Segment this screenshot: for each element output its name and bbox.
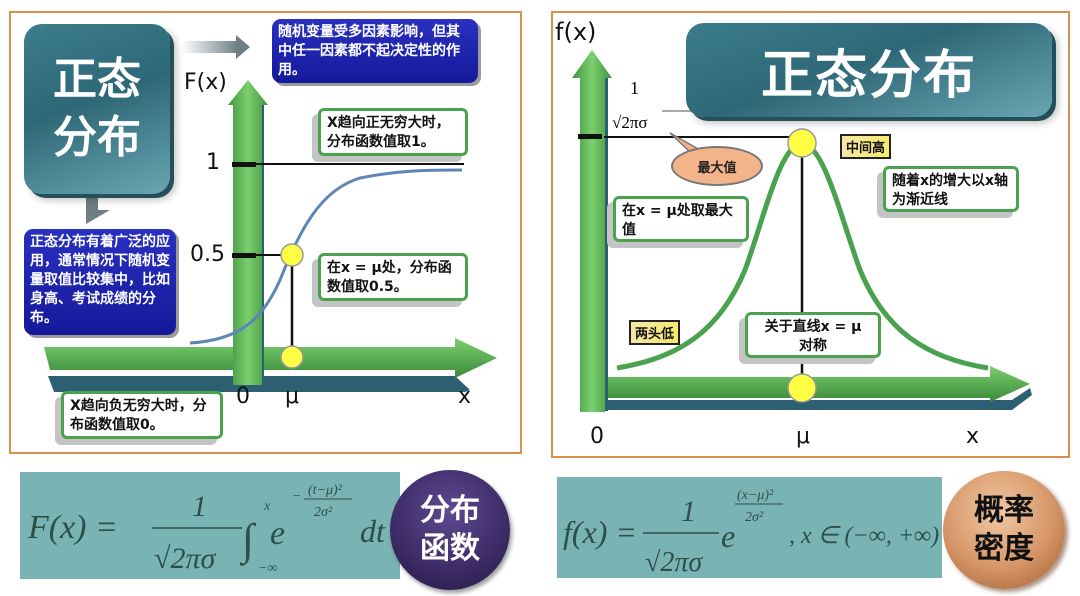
note-symmetric-line-2: 对称: [799, 338, 827, 354]
svg-text:√2πσ: √2πσ: [645, 547, 703, 578]
cdf-x-axis-arrow: [44, 338, 497, 392]
svg-text:−∞: −∞: [258, 561, 277, 576]
svg-text:−: −: [292, 489, 301, 504]
pdf-peak-point: [787, 128, 817, 158]
svg-text:∫: ∫: [239, 515, 257, 566]
cdf-origin-label: 0: [236, 384, 250, 409]
tag-both-low: 两头低: [629, 320, 681, 345]
note-symmetric: 关于直线x = μ 对称: [745, 312, 881, 358]
note-negative-infinity: X趋向负无穷大时，分布函数值取0。: [61, 391, 223, 439]
pdf-y-axis-arrow: [572, 50, 612, 412]
cdf-badge-line-1: 分布: [420, 493, 480, 528]
max-value-bubble: 最大值: [671, 146, 763, 186]
cdf-formula: F(x) = 1 √2πσ ∫ x −∞ e − (t−μ)² 2σ² dt: [20, 472, 400, 579]
svg-text:e: e: [721, 518, 735, 554]
svg-text:√2πσ: √2πσ: [154, 542, 216, 575]
cdf-x-axis-label: x: [458, 384, 472, 409]
svg-text:1: 1: [681, 495, 696, 528]
note-application: 正态分布有着广泛的应用，通常情况下随机变量取值比较集中，比如身高、考试成绩的分布…: [24, 229, 176, 335]
pdf-mu-label: μ: [796, 424, 810, 449]
cdf-point-mu-axis: [280, 345, 304, 369]
pdf-x-axis-label: x: [966, 424, 980, 449]
note-random-factors: 随机变量受多因素影响，但其中任一因素都不起决定性的作用。: [272, 19, 478, 83]
pdf-formula: f(x) = 1 √2πσ e (x−μ)² 2σ² , x ∈ (−∞, +∞…: [557, 477, 942, 578]
svg-text:x: x: [263, 499, 271, 514]
left-title-line-1: 正态: [53, 54, 141, 105]
cdf-point-mu-half: [280, 243, 304, 267]
title-down-arrow: [86, 196, 110, 224]
cdf-badge-line-2: 函数: [420, 531, 480, 566]
left-title-line-2: 分布: [53, 112, 141, 163]
note-max-at-mu: 在x = μ处取最大值: [613, 196, 749, 242]
pdf-max-numerator: 1: [630, 78, 639, 98]
pdf-badge: 概率 密度: [943, 471, 1065, 589]
tag-middle-high: 中间高: [840, 134, 892, 159]
svg-text:2σ²: 2σ²: [314, 505, 333, 520]
svg-text:e: e: [270, 515, 285, 552]
cdf-y-axis-label: F(x): [184, 70, 227, 95]
pdf-formula-render: f(x) = 1 √2πσ e (x−μ)² 2σ² , x ∈ (−∞, +∞…: [563, 488, 939, 578]
cdf-badge: 分布 函数: [390, 470, 510, 590]
cdf-formula-render: F(x) = 1 √2πσ ∫ x −∞ e − (t−μ)² 2σ² dt: [27, 483, 386, 576]
svg-text:1: 1: [192, 490, 207, 523]
cdf-mu-label: μ: [285, 384, 299, 409]
right-title-block: 正态分布: [686, 23, 1052, 117]
cdf-curve: [189, 168, 463, 345]
svg-text:, x ∈ (−∞, +∞): , x ∈ (−∞, +∞): [789, 523, 939, 549]
svg-text:(t−μ)²: (t−μ)²: [308, 483, 343, 498]
svg-text:f(x) =: f(x) =: [563, 514, 637, 550]
note-mu-half: 在x = μ处，分布函数值取0.5。: [318, 253, 468, 301]
svg-text:F(x) =: F(x) =: [27, 509, 118, 546]
left-title-block: 正态 分布: [24, 24, 170, 194]
title-to-note-arrow: [182, 35, 250, 59]
pdf-badge-line-2: 密度: [974, 531, 1034, 566]
cdf-y-axis-arrow: [228, 80, 268, 387]
pdf-y-axis-label: f(x): [555, 18, 597, 46]
pdf-origin-label: 0: [590, 424, 604, 449]
note-asymptote: 随着x的增大以x轴为渐近线: [883, 166, 1019, 212]
cdf-tick-1: 1: [206, 150, 220, 175]
svg-text:(x−μ)²: (x−μ)²: [737, 488, 774, 503]
svg-text:2σ²: 2σ²: [745, 510, 764, 525]
note-positive-infinity: X趋向正无穷大时，分布函数值取1。: [318, 108, 468, 156]
pdf-max-denominator: √2πσ: [612, 113, 648, 132]
note-symmetric-line-1: 关于直线x = μ: [764, 319, 862, 335]
pdf-mu-axis-point: [787, 373, 817, 403]
cdf-tick-0-5: 0.5: [190, 242, 225, 267]
svg-text:dt: dt: [360, 513, 386, 549]
pdf-badge-line-1: 概率: [974, 493, 1034, 528]
